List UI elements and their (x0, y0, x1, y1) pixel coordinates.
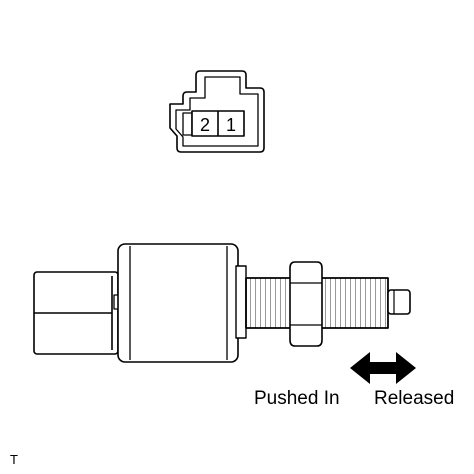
released-label: Released (374, 388, 455, 409)
pushed-in-label: Pushed In (254, 388, 340, 409)
lock-nut (289, 261, 323, 347)
connector-lock-tab (182, 112, 193, 136)
connector-pin-2-label: 2 (200, 115, 210, 135)
footer-mark: T (10, 452, 18, 467)
switch-body (117, 243, 239, 363)
switch-collar (235, 265, 247, 339)
double-arrow (350, 352, 416, 384)
switch-side-view (33, 243, 411, 363)
connector-front-view (169, 70, 265, 153)
connector-pin-1-label: 1 (226, 115, 236, 135)
plunger (387, 289, 411, 315)
